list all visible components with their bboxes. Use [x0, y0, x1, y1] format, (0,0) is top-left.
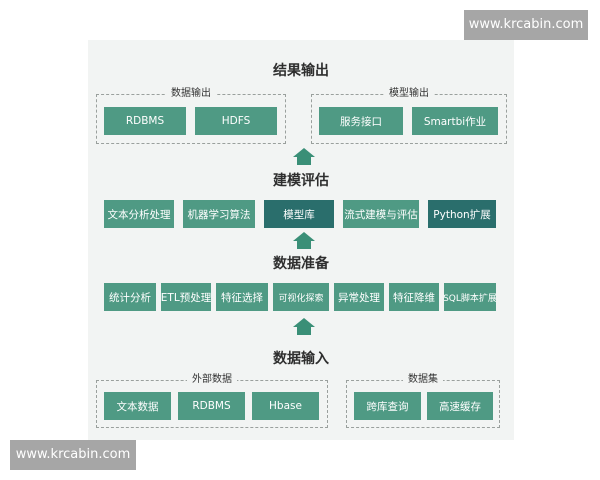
model-box-text-analysis: 文本分析处理	[104, 200, 174, 228]
external-data-label: 外部数据	[187, 374, 237, 385]
output-box-rdbms: RDBMS	[104, 107, 186, 135]
input-box-hbase: Hbase	[252, 392, 319, 420]
prep-layer-title: 数据准备	[273, 256, 329, 272]
input-box-rdbms: RDBMS	[178, 392, 245, 420]
arrow-up-icon	[293, 148, 315, 166]
prep-box-sql-script: SQL脚本扩展	[444, 283, 496, 311]
prep-box-statistics: 统计分析	[104, 283, 156, 311]
model-box-machine-learning: 机器学习算法	[183, 200, 255, 228]
prep-box-dimension-reduction: 特征降维	[389, 283, 439, 311]
model-box-python-extension: Python扩展	[428, 200, 496, 228]
input-layer-title: 数据输入	[273, 351, 329, 367]
model-output-label: 模型输出	[384, 88, 434, 99]
model-box-streaming-modeling: 流式建模与评估	[343, 200, 419, 228]
dataset-group: 数据集 跨库查询 高速缓存	[346, 374, 500, 428]
dataset-label: 数据集	[403, 374, 443, 385]
output-layer-title: 结果输出	[273, 63, 329, 79]
external-data-group: 外部数据 文本数据 RDBMS Hbase	[96, 374, 328, 428]
prep-box-feature-selection: 特征选择	[216, 283, 268, 311]
output-box-smartbi-job: Smartbi作业	[412, 107, 498, 135]
input-box-high-speed-cache: 高速缓存	[427, 392, 493, 420]
output-box-service-api: 服务接口	[319, 107, 403, 135]
data-output-label: 数据输出	[166, 88, 216, 99]
watermark-top: www.krcabin.com	[464, 10, 588, 40]
model-box-model-library: 模型库	[264, 200, 334, 228]
prep-box-anomaly-handling: 异常处理	[334, 283, 384, 311]
input-box-text-data: 文本数据	[104, 392, 171, 420]
model-output-group: 模型输出 服务接口 Smartbi作业	[311, 88, 507, 144]
modeling-layer-title: 建模评估	[273, 173, 329, 189]
arrow-up-icon	[293, 318, 315, 336]
output-box-hdfs: HDFS	[195, 107, 277, 135]
watermark-bottom: www.krcabin.com	[10, 440, 136, 470]
prep-box-visual-exploration: 可视化探索	[273, 283, 329, 311]
input-box-cross-db-query: 跨库查询	[354, 392, 421, 420]
prep-box-etl: ETL预处理	[161, 283, 211, 311]
data-output-group: 数据输出 RDBMS HDFS	[96, 88, 286, 144]
arrow-up-icon	[293, 232, 315, 250]
